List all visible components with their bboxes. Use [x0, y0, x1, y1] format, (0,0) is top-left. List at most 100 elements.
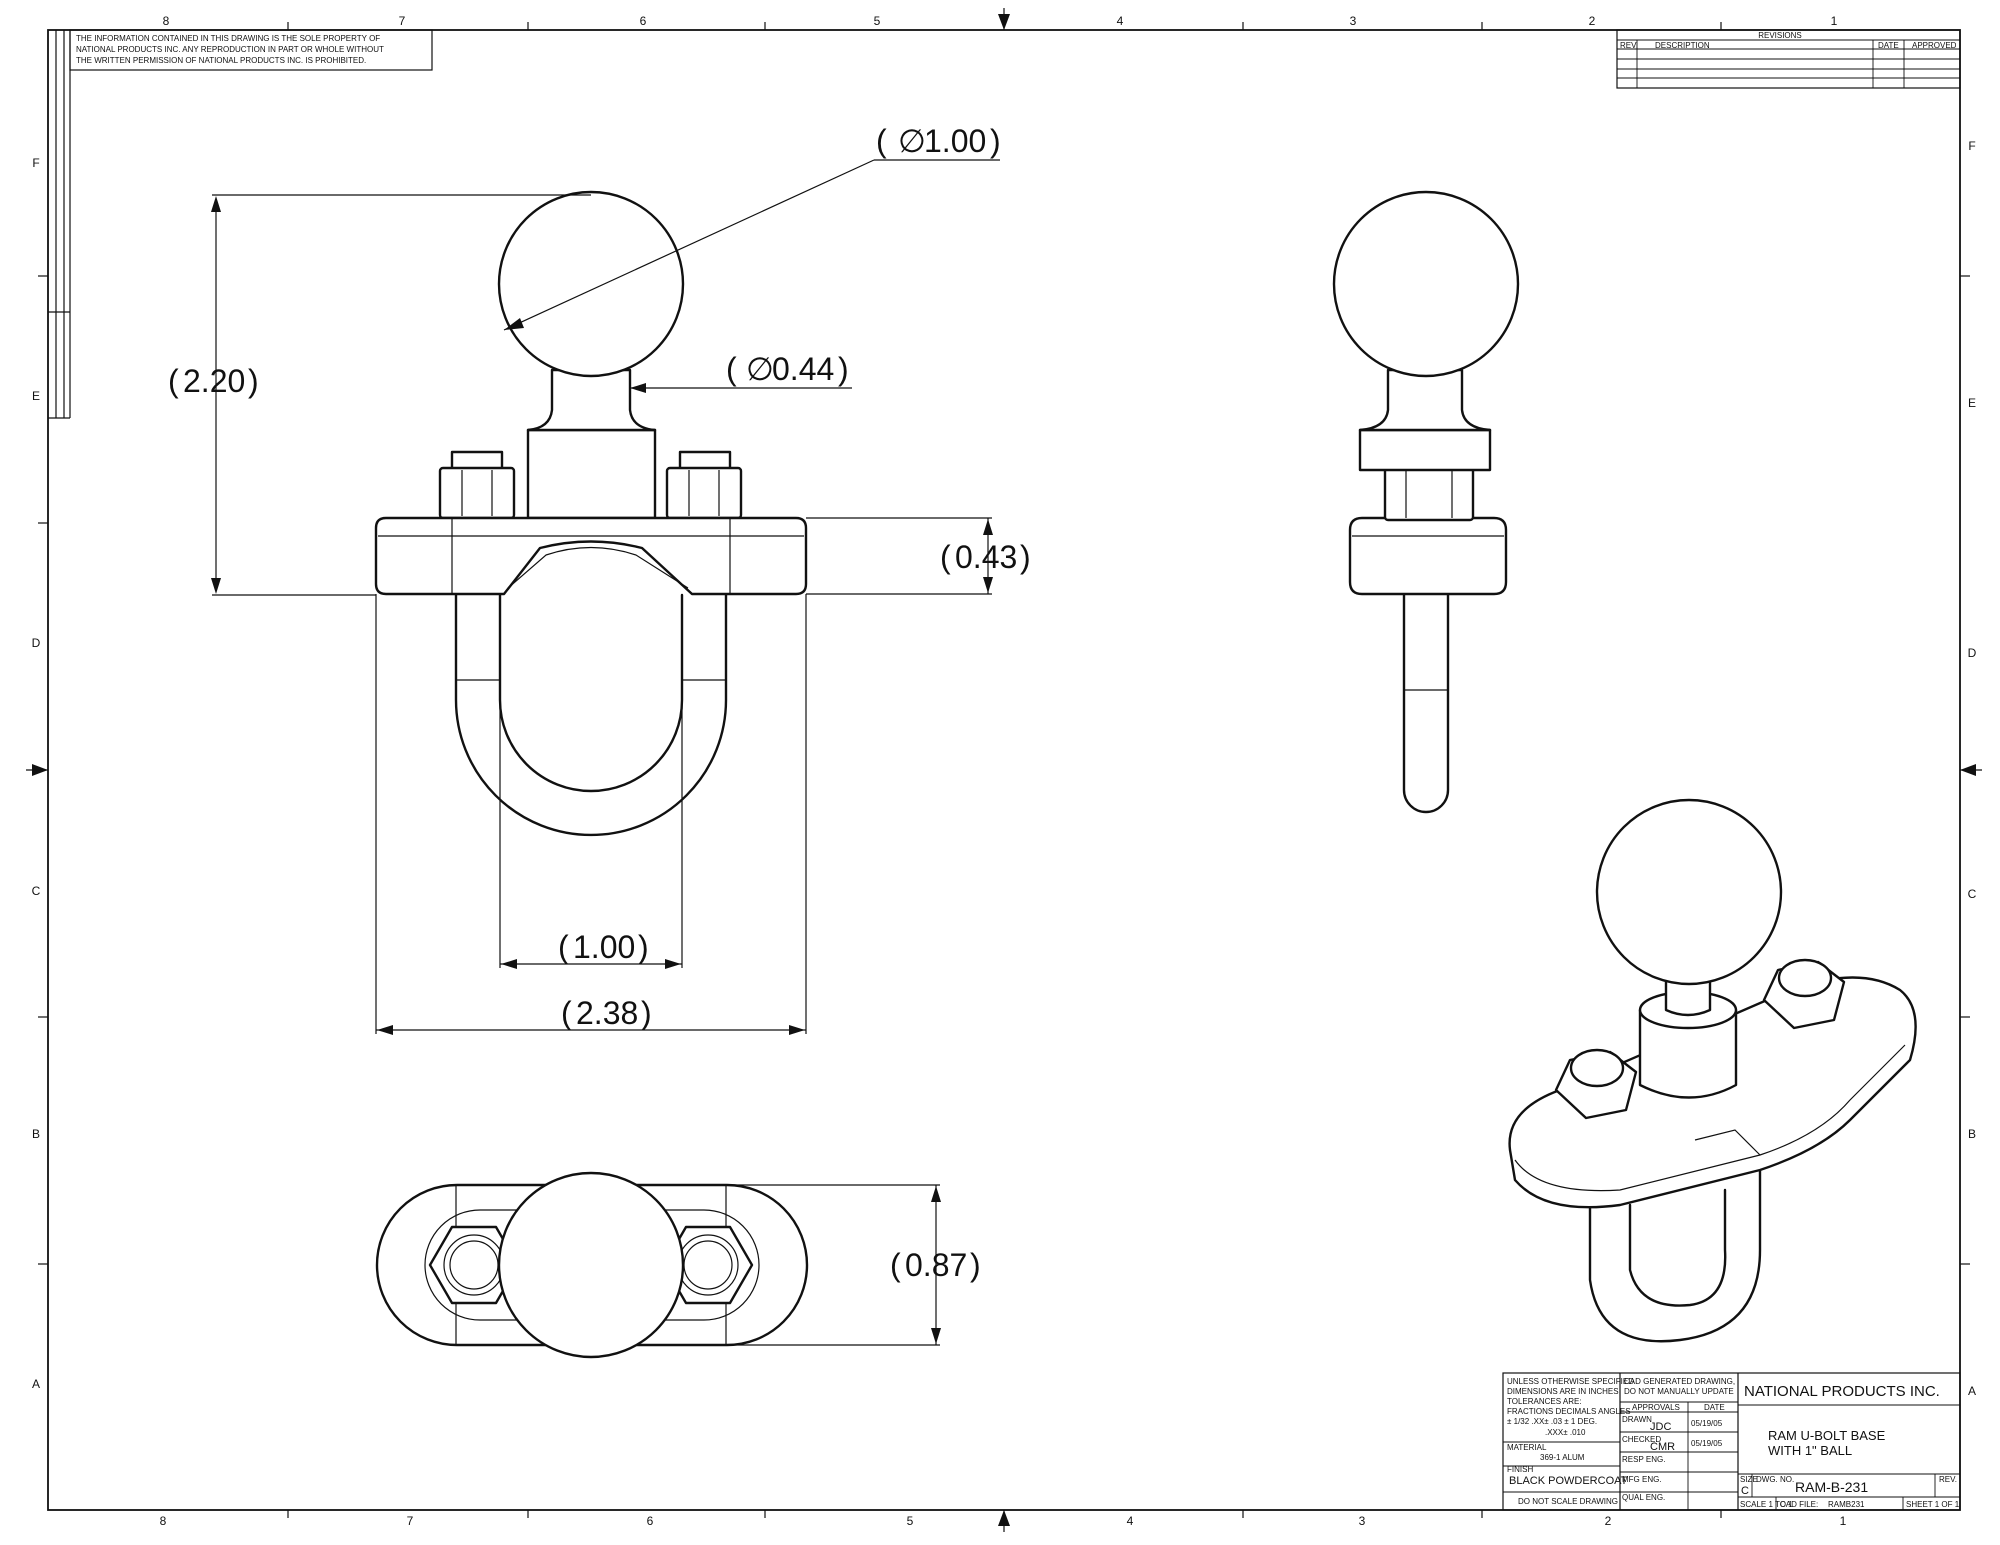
neck-diameter-value: 0.44 [772, 351, 834, 387]
zone-col-5-bottom: 5 [907, 1514, 914, 1528]
zone-col-7-top: 7 [399, 14, 406, 28]
notice-line-2: NATIONAL PRODUCTS INC. ANY REPRODUCTION … [76, 45, 384, 54]
base-length-open-paren: ( [561, 995, 572, 1031]
zone-col-3-bottom: 3 [1359, 1514, 1366, 1528]
do-not-scale-note: DO NOT SCALE DRAWING [1518, 1497, 1618, 1506]
rev-label: REV. [1939, 1475, 1957, 1484]
zone-col-6-top: 6 [640, 14, 647, 28]
overall-height-close-paren: ) [248, 363, 259, 399]
ball-diameter-open-paren: ( [876, 123, 887, 159]
tolerance-note-2: DIMENSIONS ARE IN INCHES [1507, 1387, 1619, 1396]
resp-eng-label: RESP ENG. [1622, 1455, 1665, 1464]
base-thickness-open-paren: ( [940, 539, 951, 575]
material-label: MATERIAL [1507, 1443, 1547, 1452]
drawn-label: DRAWN [1622, 1415, 1652, 1424]
revisions-title: REVISIONS [1758, 31, 1802, 40]
base-length-close-paren: ) [641, 995, 652, 1031]
zone-row-c-right: C [1968, 887, 1977, 901]
sheet-value: SHEET 1 OF 1 [1906, 1500, 1960, 1509]
drawing-frame [26, 8, 1982, 1532]
zone-col-7-bottom: 7 [407, 1514, 414, 1528]
cad-note-2: DO NOT MANUALLY UPDATE [1624, 1387, 1734, 1396]
material-value: 369-1 ALUM [1540, 1453, 1585, 1462]
zone-row-e-right: E [1968, 396, 1976, 410]
drawn-date: 05/19/05 [1691, 1419, 1723, 1428]
ubolt-inner-width-close-paren: ) [638, 929, 649, 965]
checked-date: 05/19/05 [1691, 1439, 1723, 1448]
ubolt-inner-width-value: 1.00 [573, 929, 635, 965]
cad-file-label: CAD FILE: [1780, 1500, 1818, 1509]
zone-row-e-left: E [32, 389, 40, 403]
zone-row-d-right: D [1968, 646, 1977, 660]
title-block: UNLESS OTHERWISE SPECIFIED DIMENSIONS AR… [1502, 1372, 1961, 1511]
base-thickness-value: 0.43 [955, 539, 1017, 575]
base-thickness-close-paren: ) [1020, 539, 1031, 575]
tolerance-values: ± 1/32 .XX± .03 ± 1 DEG. [1507, 1417, 1597, 1426]
approvals-label: APPROVALS [1632, 1403, 1680, 1412]
base-width-value: 0.87 [905, 1247, 967, 1283]
tolerance-note-1: UNLESS OTHERWISE SPECIFIED [1507, 1377, 1634, 1386]
neck-diameter-close-paren: ) [838, 351, 849, 387]
revisions-date-header: DATE [1878, 41, 1899, 50]
dwg-no-label: DWG. NO. [1756, 1475, 1794, 1484]
zone-row-a-left: A [32, 1377, 40, 1391]
zone-row-b-left: B [32, 1127, 40, 1141]
revisions-block: REVISIONS REV. DESCRIPTION DATE APPROVED [1616, 29, 1961, 89]
company-name: NATIONAL PRODUCTS INC. [1744, 1383, 1940, 1400]
zone-row-a-right: A [1968, 1384, 1976, 1398]
zone-row-c-left: C [32, 884, 41, 898]
ball-diameter-close-paren: ) [990, 123, 1001, 159]
revisions-rev-header: REV. [1620, 41, 1638, 50]
front-view [374, 190, 808, 837]
neck-diameter-open-paren: ( [726, 351, 737, 387]
zone-row-b-right: B [1968, 1127, 1976, 1141]
ball-diameter-value: 1.00 [924, 123, 986, 159]
revisions-description-header: DESCRIPTION [1655, 41, 1710, 50]
tolerance-values-2: .XXX± .010 [1545, 1428, 1586, 1437]
zone-col-8-top: 8 [163, 14, 170, 28]
zone-col-2-bottom: 2 [1605, 1514, 1612, 1528]
zone-col-1-bottom: 1 [1840, 1514, 1847, 1528]
zone-row-d-left: D [32, 636, 41, 650]
zone-labels: 8 7 6 5 4 3 2 1 8 7 6 5 4 3 2 1 F E D C … [32, 14, 1977, 1528]
zone-col-2-top: 2 [1589, 14, 1596, 28]
overall-height-open-paren: ( [168, 363, 179, 399]
scale-value: SCALE 1 TO 1 [1740, 1500, 1793, 1509]
side-view [1332, 190, 1520, 814]
proprietary-notice: THE INFORMATION CONTAINED IN THIS DRAWIN… [69, 29, 433, 71]
drawn-by: JDC [1650, 1421, 1671, 1433]
tolerance-heads: FRACTIONS DECIMALS ANGLES [1507, 1407, 1631, 1416]
approvals-date-label: DATE [1704, 1403, 1725, 1412]
notice-line-1: THE INFORMATION CONTAINED IN THIS DRAWIN… [76, 34, 380, 43]
qual-eng-label: QUAL ENG. [1622, 1493, 1665, 1502]
top-view [375, 1171, 809, 1359]
base-width-close-paren: ) [970, 1247, 981, 1283]
zone-col-1-top: 1 [1831, 14, 1838, 28]
zone-col-5-top: 5 [874, 14, 881, 28]
size-label: SIZE [1740, 1475, 1758, 1484]
mfg-eng-label: MFG ENG. [1622, 1475, 1662, 1484]
ubolt-inner-width-open-paren: ( [558, 929, 569, 965]
drawing-title-line-2: WITH 1" BALL [1768, 1443, 1852, 1458]
checked-by: CMR [1650, 1441, 1675, 1453]
cad-note-1: CAD GENERATED DRAWING, [1624, 1377, 1735, 1386]
cad-file-value: RAMB231 [1828, 1500, 1865, 1509]
overall-height-value: 2.20 [183, 363, 245, 399]
zone-row-f-right: F [1968, 139, 1975, 153]
finish-label: FINISH [1507, 1465, 1533, 1474]
checked-label: CHECKED [1622, 1435, 1661, 1444]
isometric-view [1508, 798, 1917, 1343]
finish-value: BLACK POWDERCOAT [1509, 1475, 1628, 1487]
base-length-value: 2.38 [576, 995, 638, 1031]
zone-col-4-top: 4 [1117, 14, 1124, 28]
zone-col-4-bottom: 4 [1127, 1514, 1134, 1528]
size-value: C [1741, 1485, 1749, 1497]
zone-col-6-bottom: 6 [647, 1514, 654, 1528]
dimension-lines [211, 159, 1000, 1346]
revisions-approved-header: APPROVED [1912, 41, 1957, 50]
notice-line-3: THE WRITTEN PERMISSION OF NATIONAL PRODU… [76, 56, 366, 65]
base-width-open-paren: ( [890, 1247, 901, 1283]
tolerance-note-3: TOLERANCES ARE: [1507, 1397, 1582, 1406]
ball-diameter-symbol: ∅ [898, 123, 926, 159]
